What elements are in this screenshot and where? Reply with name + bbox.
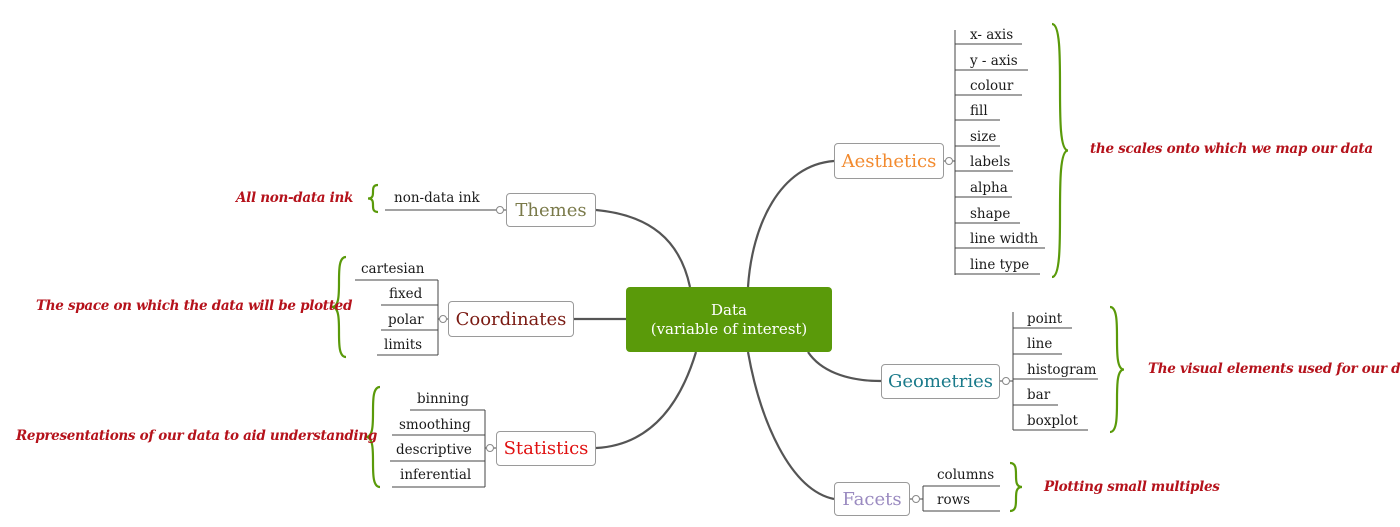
coordinates-item[interactable]: fixed xyxy=(389,286,423,302)
geometries-item[interactable]: bar xyxy=(1027,387,1051,403)
facets-node[interactable]: Facets xyxy=(834,482,910,516)
coordinates-item[interactable]: cartesian xyxy=(361,261,425,277)
facets-knob xyxy=(912,495,920,503)
facets-note: Plotting small multiples xyxy=(1044,479,1220,495)
themes-node[interactable]: Themes xyxy=(506,193,596,227)
geometries-knob xyxy=(1002,377,1010,385)
connector-statistics xyxy=(595,351,698,450)
aesthetics-knob xyxy=(945,157,953,165)
aesthetics-item[interactable]: shape xyxy=(970,206,1011,222)
central-title: Data xyxy=(711,300,747,319)
central-subtitle: (variable of interest) xyxy=(650,319,808,338)
geometries-node[interactable]: Geometries xyxy=(881,364,1000,399)
aesthetics-label: Aesthetics xyxy=(841,150,937,172)
geometries-item[interactable]: histogram xyxy=(1027,362,1097,378)
coordinates-item[interactable]: polar xyxy=(388,312,424,328)
coordinates-label: Coordinates xyxy=(455,308,567,330)
coordinates-knob xyxy=(439,315,447,323)
themes-label: Themes xyxy=(515,199,587,221)
facets-item[interactable]: rows xyxy=(937,492,971,508)
statistics-knob xyxy=(486,444,494,452)
aesthetics-item[interactable]: alpha xyxy=(970,180,1008,196)
geometries-note: The visual elements used for our data xyxy=(1148,361,1400,377)
connector-geometries xyxy=(807,351,882,383)
statistics-node[interactable]: Statistics xyxy=(496,431,596,466)
aesthetics-item[interactable]: line width xyxy=(970,231,1039,247)
geometries-label: Geometries xyxy=(887,371,994,392)
statistics-label: Statistics xyxy=(503,438,589,459)
statistics-item[interactable]: smoothing xyxy=(399,417,471,433)
coordinates-brace xyxy=(331,255,347,359)
aesthetics-node[interactable]: Aesthetics xyxy=(834,143,944,179)
aesthetics-item[interactable]: labels xyxy=(970,154,1011,170)
themes-note: All non-data ink xyxy=(236,190,354,206)
coordinates-item[interactable]: limits xyxy=(384,337,423,353)
facets-item[interactable]: columns xyxy=(937,467,995,483)
geometries-item[interactable]: point xyxy=(1027,311,1063,327)
facets-label: Facets xyxy=(842,488,902,510)
coordinates-node[interactable]: Coordinates xyxy=(448,301,574,337)
connector-themes xyxy=(595,208,692,288)
themes-knob xyxy=(496,206,504,214)
aesthetics-item[interactable]: x- axis xyxy=(970,27,1014,43)
aesthetics-item[interactable]: size xyxy=(970,129,997,145)
statistics-item[interactable]: descriptive xyxy=(396,442,472,458)
aesthetics-item[interactable]: colour xyxy=(970,78,1014,94)
aesthetics-item[interactable]: fill xyxy=(970,103,988,119)
coordinates-note: The space on which the data will be plot… xyxy=(36,298,353,314)
statistics-item[interactable]: inferential xyxy=(400,467,472,483)
aesthetics-brace xyxy=(1051,22,1069,279)
central-node[interactable]: Data (variable of interest) xyxy=(626,287,832,352)
geometries-item[interactable]: boxplot xyxy=(1027,413,1078,429)
aesthetics-item[interactable]: y - axis xyxy=(970,53,1018,69)
aesthetics-note: the scales onto which we map our data xyxy=(1090,141,1373,157)
aesthetics-item[interactable]: line type xyxy=(970,257,1030,273)
geometries-brace xyxy=(1109,305,1125,434)
connector-aesthetics xyxy=(746,159,835,288)
themes-item[interactable]: non-data ink xyxy=(394,190,480,206)
statistics-item[interactable]: binning xyxy=(417,391,470,407)
geometries-item[interactable]: line xyxy=(1027,336,1053,352)
statistics-brace xyxy=(365,385,381,489)
facets-brace xyxy=(1009,461,1023,513)
themes-brace xyxy=(367,183,379,214)
connector-facets xyxy=(746,351,835,501)
statistics-note: Representations of our data to aid under… xyxy=(16,428,377,444)
